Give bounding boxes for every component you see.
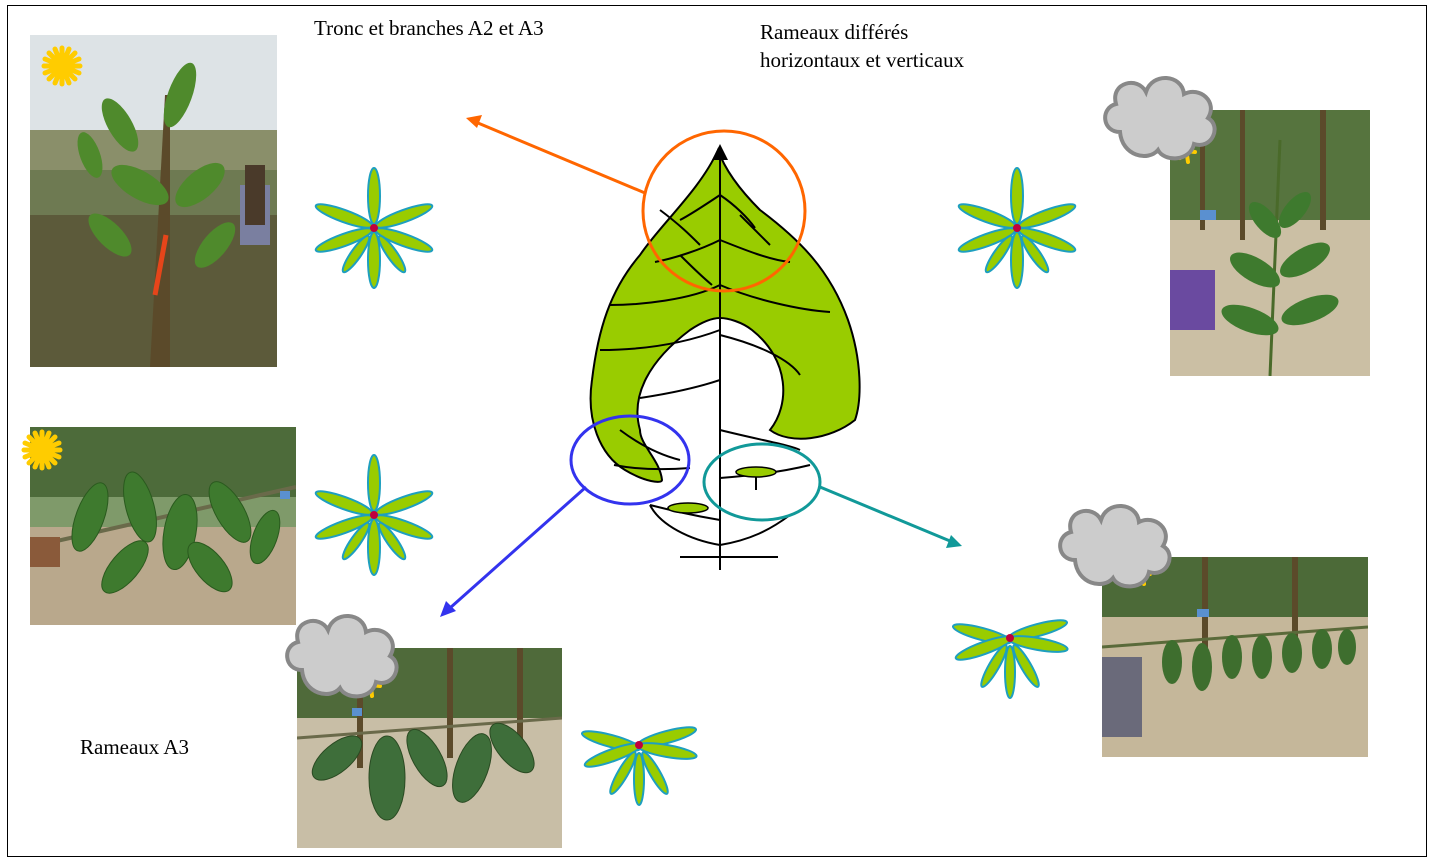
cloud-icon (1103, 75, 1217, 161)
flower-icon (950, 615, 1070, 699)
cloud-icon (285, 613, 399, 699)
circle-delayed (702, 442, 822, 522)
photo-branch-a3 (30, 427, 296, 625)
label-delayed-line2: horizontaux et verticaux (760, 48, 965, 72)
label-trunk: Tronc et branches A2 et A3 (314, 16, 544, 40)
arrow-trunk (466, 115, 646, 195)
flower-icon (955, 167, 1079, 289)
sun-icon (24, 432, 60, 468)
circle-trunk (641, 129, 807, 293)
circle-a3 (569, 414, 691, 506)
arrow-delayed (819, 485, 962, 548)
photo-delayed-horizontal (1102, 557, 1368, 757)
photo-trunk-full-sun (30, 35, 277, 367)
flower-icon (312, 167, 436, 289)
arrow-a3 (440, 485, 587, 617)
label-a3: Rameaux A3 (80, 735, 190, 759)
flower-icon (312, 454, 436, 576)
cloud-icon (1058, 503, 1172, 589)
crown-diagram (589, 144, 861, 570)
label-delayed-line1: Rameaux différés (760, 20, 909, 44)
sun-icon (44, 48, 80, 84)
flower-icon (579, 722, 699, 806)
